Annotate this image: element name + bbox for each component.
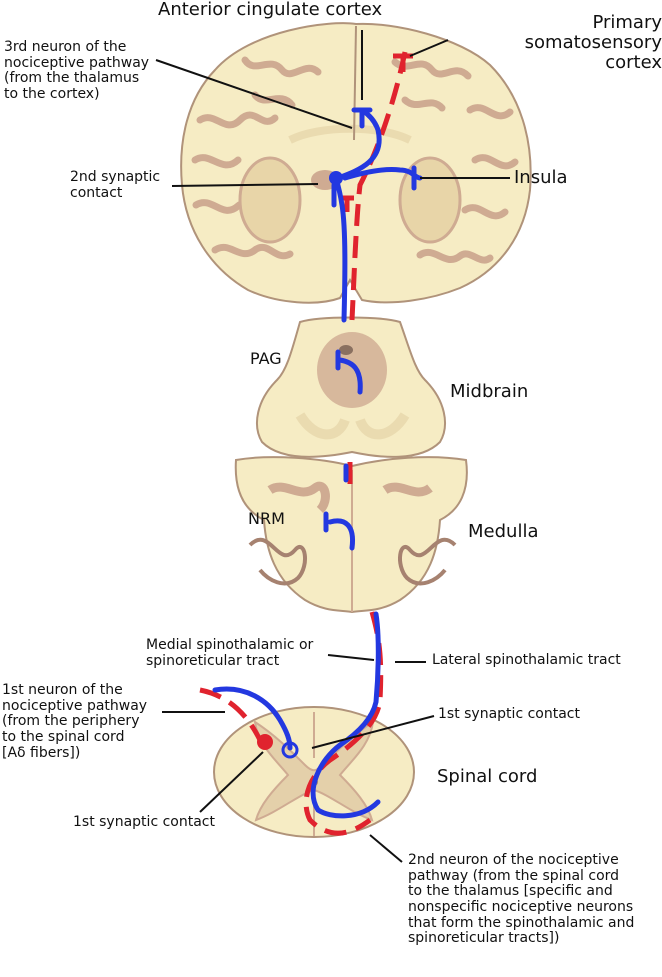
leader-second-synaptic (171, 183, 319, 187)
first-synaptic-contact-red (257, 734, 273, 750)
leader-third-neuron (155, 59, 353, 129)
inferior-olive-left (248, 537, 307, 586)
label-medial-spinothalamic-tract: Medial spinothalamic or spinoreticular t… (146, 637, 314, 669)
third-neuron-blue (335, 107, 382, 181)
first-synaptic-contact-blue (281, 741, 299, 759)
leader-first-synaptic-left (199, 751, 264, 813)
leader-second-neuron (369, 834, 403, 863)
label-midbrain: Midbrain (450, 381, 529, 402)
midline-fissure (353, 25, 357, 141)
lateral-tract-lower (303, 462, 384, 836)
corpus-callosum (288, 124, 412, 144)
label-first-neuron: 1st neuron of the nociceptive pathway (f… (2, 682, 148, 761)
leader-lines (155, 30, 510, 863)
medial-pathway (212, 107, 423, 819)
somatosensory-terminal (393, 53, 413, 72)
leader-primary-somatosensory (409, 39, 449, 57)
inferior-olive-right (398, 537, 457, 586)
lateral-pathway (199, 51, 413, 836)
label-medulla: Medulla (468, 521, 539, 542)
label-anterior-cingulate-cortex: Anterior cingulate cortex (158, 0, 383, 20)
label-first-synaptic-contact-right: 1st synaptic contact (438, 706, 580, 722)
first-neuron-blue (212, 686, 293, 751)
label-second-neuron: 2nd neuron of the nociceptive pathway (f… (408, 852, 635, 947)
midbrain-gray-matter (317, 332, 387, 408)
leader-first-synaptic-right (311, 715, 435, 749)
medulla-nuclei-right (382, 482, 433, 497)
cerebral-peduncles (295, 412, 410, 440)
label-third-neuron: 3rd neuron of the nociceptive pathway (f… (4, 39, 150, 103)
lateral-tract-line (349, 51, 408, 321)
leader-medial-tract (327, 654, 375, 661)
medial-tract-lower (310, 611, 381, 819)
label-nrm: NRM (248, 509, 285, 528)
cingulate-terminal (351, 107, 373, 129)
left-basal-ganglia (238, 156, 302, 244)
aqueduct (339, 345, 353, 355)
pag-branch (335, 349, 363, 395)
nrm-branch (323, 511, 356, 551)
second-synaptic-contact (329, 171, 343, 185)
label-second-synaptic-contact: 2nd synaptic contact (70, 169, 161, 201)
medial-tract-line (333, 175, 348, 323)
label-primary-somatosensory-cortex: Primary somatosensory cortex (524, 12, 662, 74)
midbrain-section (256, 316, 446, 458)
label-first-synaptic-contact-left: 1st synaptic contact (73, 814, 215, 830)
label-spinal-cord: Spinal cord (437, 766, 538, 787)
medulla-nuclei-left (267, 481, 330, 514)
label-pag: PAG (250, 349, 282, 368)
label-insula: Insula (514, 167, 568, 188)
spinal-cord-section (213, 706, 415, 838)
label-lateral-spinothalamic-tract: Lateral spinothalamic tract (432, 652, 621, 668)
first-neuron-red (199, 687, 263, 742)
